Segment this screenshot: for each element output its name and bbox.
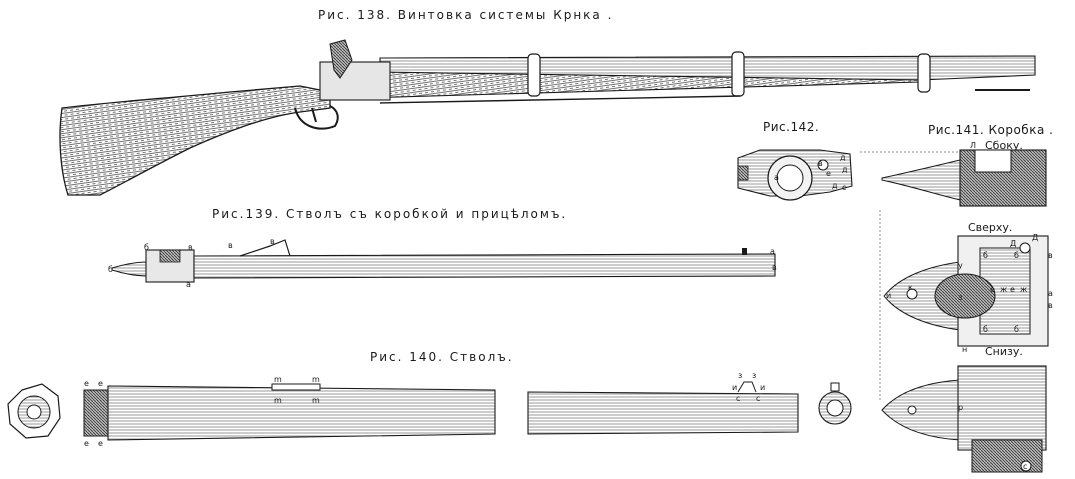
part-letter: в bbox=[818, 159, 823, 168]
part-letter: р bbox=[958, 403, 963, 412]
barrel-140-rear-section bbox=[107, 385, 496, 441]
part-letter: m bbox=[274, 396, 282, 405]
fig139-caption: Рис.139. Стволъ съ коробкой и прицѣломъ. bbox=[212, 207, 568, 221]
part-letter: б bbox=[1014, 325, 1019, 334]
rifle-lock-plate bbox=[319, 61, 391, 101]
part-letter: ж bbox=[1020, 285, 1027, 294]
part-letter: Д bbox=[1032, 233, 1038, 242]
fig141-top-view-label: Сверху. bbox=[968, 221, 1013, 234]
part-letter: б bbox=[983, 251, 988, 260]
part-letter: e bbox=[98, 379, 103, 388]
part-letter: в bbox=[270, 237, 275, 246]
part-letter: б bbox=[983, 325, 988, 334]
sight-base bbox=[271, 383, 321, 391]
receiver-side-view bbox=[881, 159, 961, 201]
part-letter: и bbox=[760, 383, 765, 392]
front-sight-140 bbox=[737, 381, 757, 393]
part-letter: з bbox=[738, 371, 742, 380]
barrel-140-front-section bbox=[527, 391, 799, 435]
receiver-slot bbox=[159, 249, 181, 263]
part-letter: Д bbox=[1010, 239, 1016, 248]
fig142-caption: Рис.142. bbox=[763, 120, 820, 134]
rifle-hammer bbox=[329, 39, 353, 79]
part-letter: в bbox=[188, 243, 193, 252]
part-letter: у bbox=[958, 261, 963, 270]
part-letter: а bbox=[774, 173, 779, 182]
part-letter: a bbox=[770, 247, 775, 256]
receiver-bottom-view bbox=[881, 379, 961, 441]
part-letter: е bbox=[1010, 285, 1015, 294]
part-letter: з bbox=[958, 293, 962, 302]
rifle-stock bbox=[59, 85, 331, 196]
breech-thread bbox=[83, 389, 109, 437]
part-letter: а bbox=[1048, 289, 1053, 298]
part-letter: m bbox=[312, 375, 320, 384]
part-letter: Л bbox=[970, 141, 976, 150]
barrel-with-receiver-drawing bbox=[111, 239, 776, 283]
part-letter: в bbox=[1048, 251, 1053, 260]
barrel-139 bbox=[193, 253, 776, 279]
fig141-side-view-label: Сбоку. bbox=[985, 139, 1023, 152]
part-letter: и bbox=[732, 383, 737, 392]
part-letter: д bbox=[842, 165, 848, 174]
rifle-trigger bbox=[311, 107, 317, 123]
receiver-tang bbox=[111, 261, 149, 277]
part-letter: д bbox=[832, 181, 838, 190]
part-letter: и bbox=[886, 291, 891, 300]
part-letter: б bbox=[1014, 251, 1019, 260]
fig141-bottom-view-label: Снизу. bbox=[985, 345, 1023, 358]
part-letter: в bbox=[1048, 301, 1053, 310]
barrel-140-drawing bbox=[7, 381, 852, 441]
part-letter: с bbox=[736, 394, 740, 403]
part-letter: с bbox=[842, 183, 846, 192]
front-sight bbox=[742, 248, 747, 255]
part-letter: б bbox=[108, 265, 113, 274]
fig140-caption: Рис. 140. Стволъ. bbox=[370, 350, 514, 364]
fig138-caption: Рис. 138. Винтовка системы Крнка . bbox=[318, 8, 614, 22]
part-letter: н bbox=[962, 345, 967, 354]
part-letter: с bbox=[1023, 462, 1027, 471]
part-letter: б bbox=[144, 243, 149, 252]
part-letter: в bbox=[772, 263, 777, 272]
part-letter: e bbox=[98, 439, 103, 448]
rear-sight bbox=[239, 239, 291, 257]
part-letter: m bbox=[274, 375, 282, 384]
part-letter: д bbox=[840, 153, 846, 162]
part-letter: a bbox=[186, 280, 191, 289]
part-letter: e bbox=[84, 439, 89, 448]
rifle-band-2 bbox=[731, 51, 745, 97]
part-letter: m bbox=[312, 396, 320, 405]
fig142-drawing bbox=[737, 149, 853, 201]
part-letter: к bbox=[908, 283, 913, 292]
part-letters: б б в a a в в в e e e e m m m m з з с с … bbox=[84, 141, 1053, 471]
rifle-band-3 bbox=[917, 53, 931, 93]
rifle-ramrod bbox=[379, 95, 741, 104]
part-letter: з bbox=[752, 371, 756, 380]
rifle-band-1 bbox=[527, 53, 541, 97]
part-letter: е bbox=[826, 169, 831, 178]
part-letter: ж bbox=[1000, 285, 1007, 294]
part-letter: с bbox=[756, 394, 760, 403]
rifle-trigger-guard bbox=[294, 105, 339, 130]
part-letter: e bbox=[84, 379, 89, 388]
rifle-drawing bbox=[59, 39, 1036, 196]
fig141-drawing bbox=[879, 149, 1049, 473]
fig141-caption: Рис.141. Коробка . bbox=[928, 123, 1054, 137]
part-letter: в bbox=[228, 241, 233, 250]
part-letter: е bbox=[990, 285, 995, 294]
